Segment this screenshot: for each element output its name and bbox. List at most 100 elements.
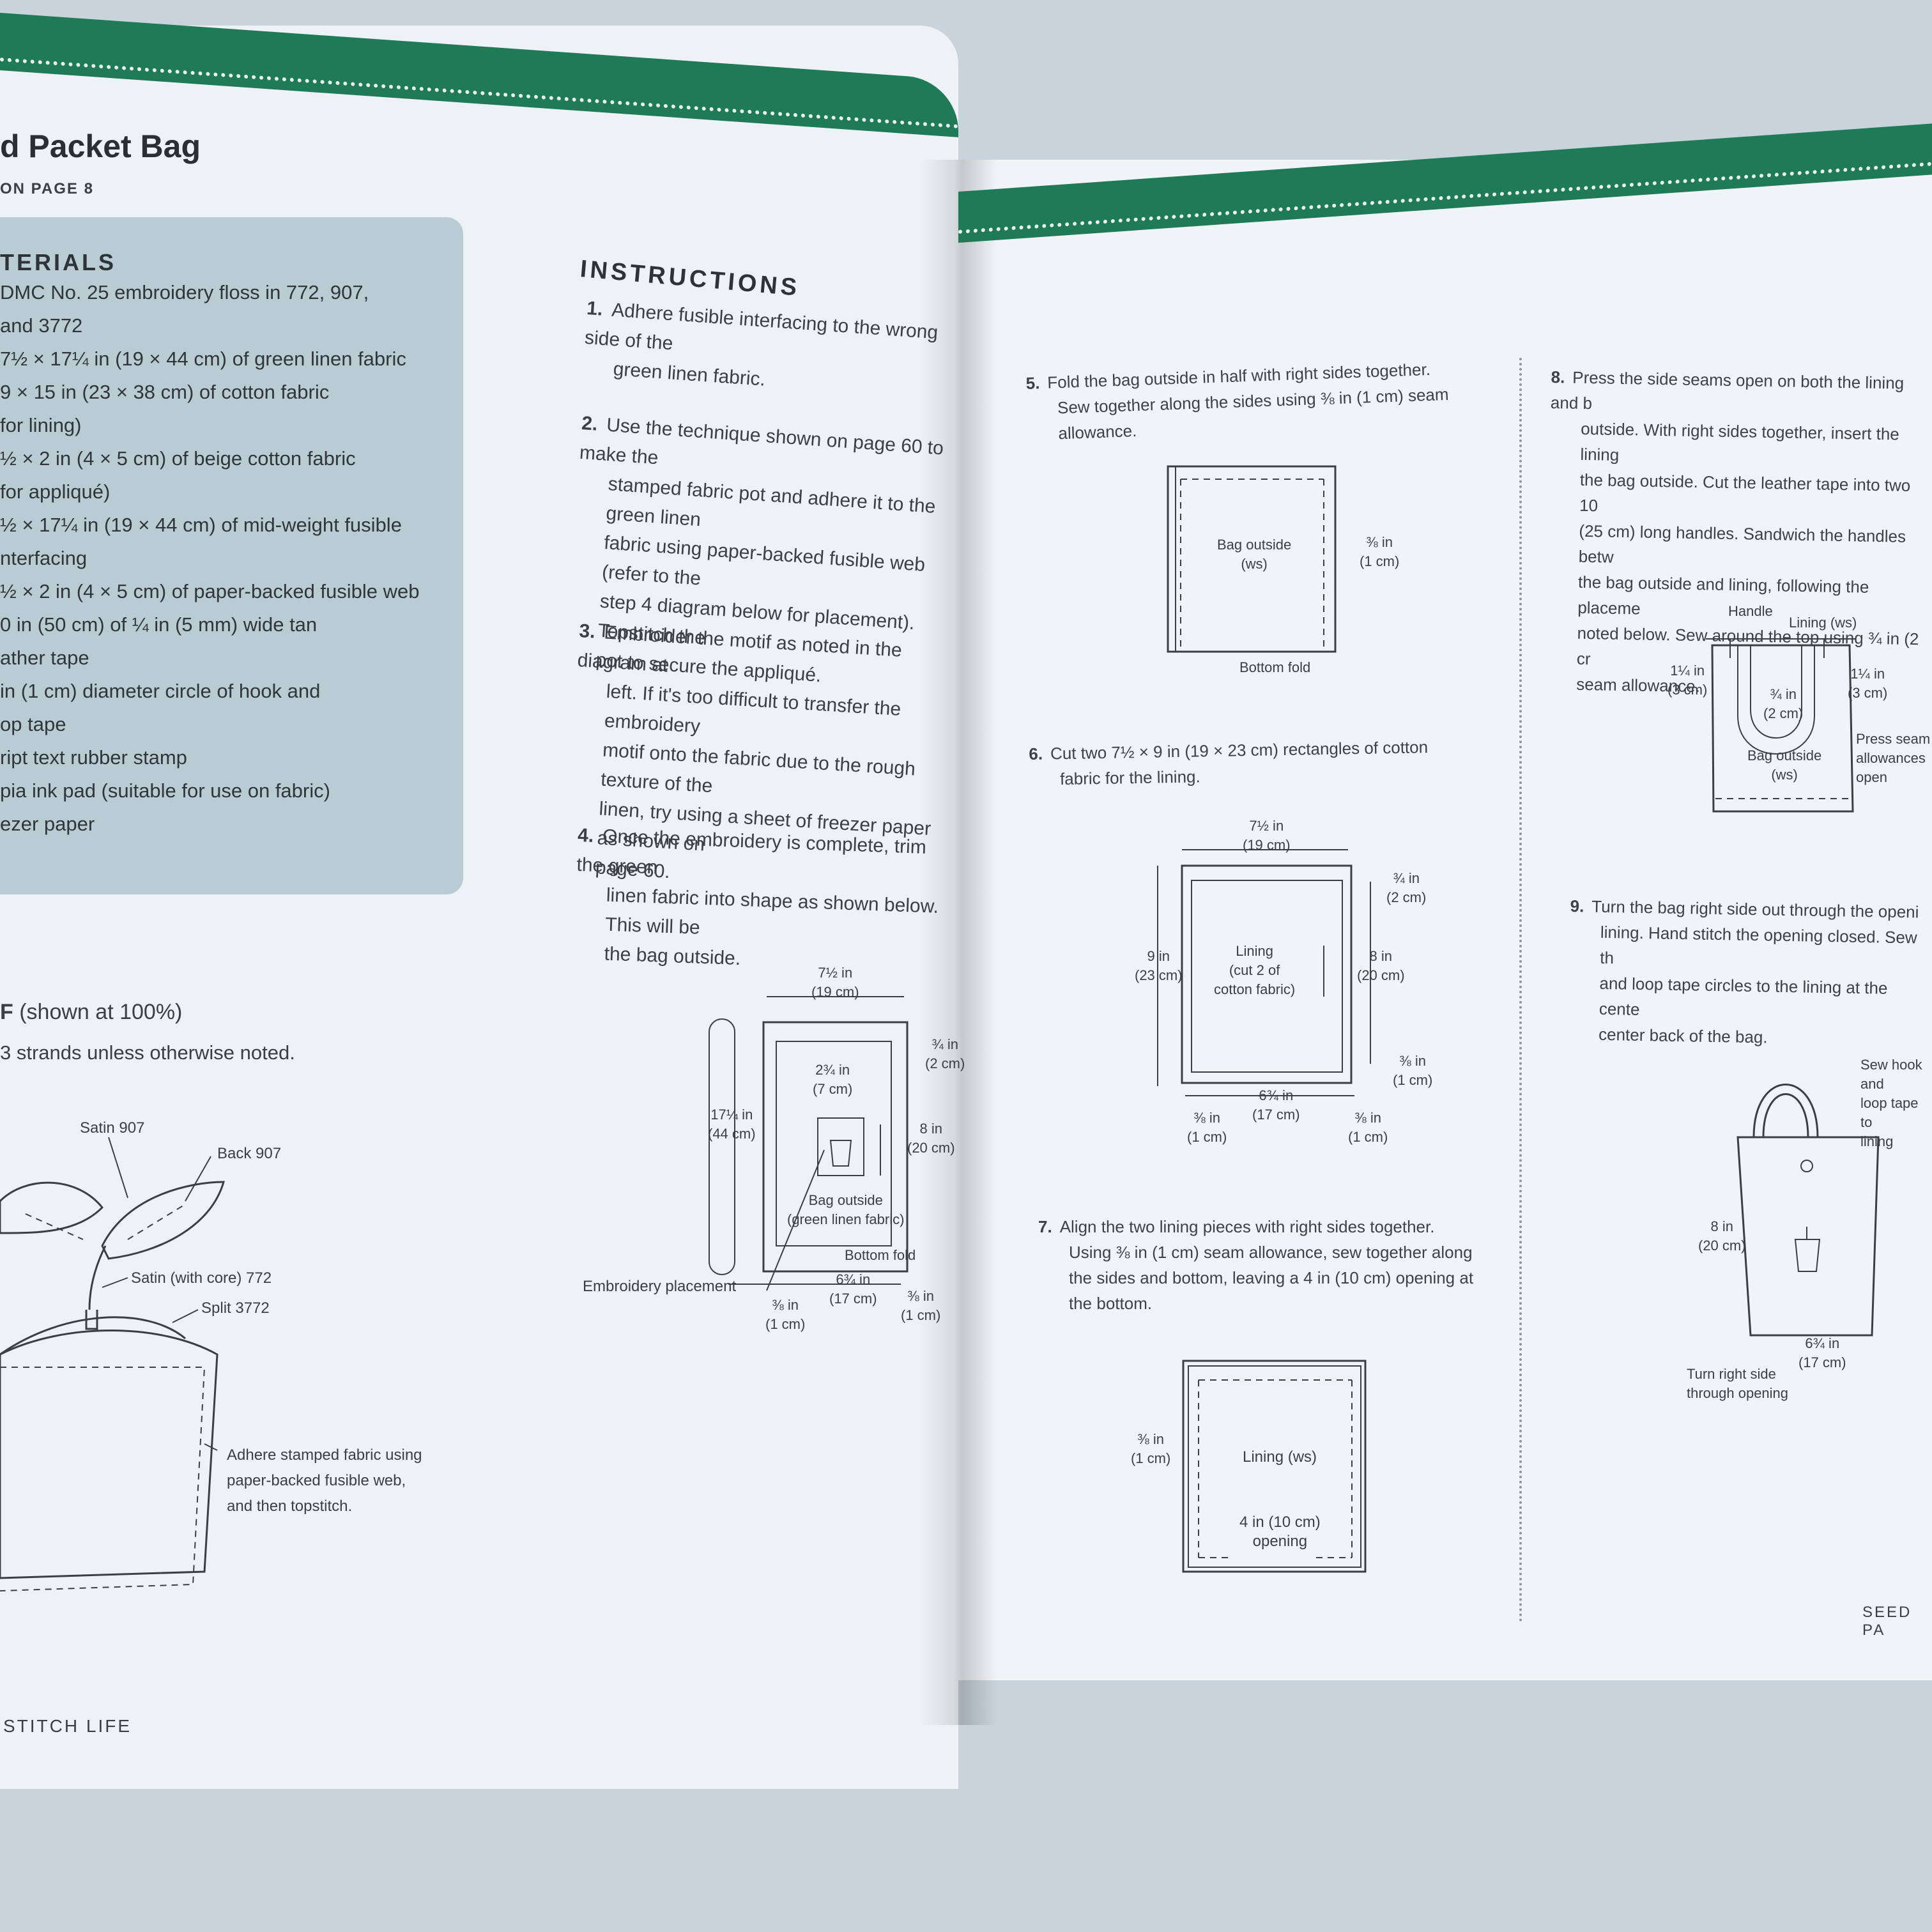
- materials-item: 0 in (50 cm) of ¼ in (5 mm) wide tan: [0, 613, 318, 636]
- d6-top: ¾ in(2 cm): [1386, 870, 1427, 905]
- label-adhere-2: paper-backed fusible web,: [227, 1472, 406, 1489]
- d8-left: 1¼ in(3 cm): [1667, 663, 1708, 698]
- step-number: 6.: [1029, 744, 1043, 763]
- materials-item: DMC No. 25 embroidery floss in 772, 907,: [0, 281, 369, 303]
- materials-item: ½ × 2 in (4 × 5 cm) of paper-backed fusi…: [0, 580, 420, 602]
- d4-bottom: 6¾ in(17 cm): [829, 1271, 877, 1307]
- d6-left: 9 in(23 cm): [1135, 948, 1183, 983]
- plant-pattern-drawing: [0, 1137, 225, 1591]
- step-line: Turn the bag right side out through the …: [1591, 896, 1919, 922]
- materials-item: in (1 cm) diameter circle of hook and: [0, 680, 321, 702]
- step-number: 9.: [1570, 896, 1584, 916]
- materials-item: ½ × 2 in (4 × 5 cm) of beige cotton fabr…: [0, 447, 356, 470]
- d7-seam: ⅜ in(1 cm): [1131, 1431, 1171, 1466]
- materials-item: for appliqué): [0, 480, 111, 503]
- step-7: 7. Align the two lining pieces with right…: [1038, 1214, 1505, 1316]
- label-split: Split 3772: [201, 1300, 270, 1317]
- step-number: 5.: [1025, 373, 1040, 393]
- d4-side: 8 in(20 cm): [907, 1121, 955, 1156]
- d5-bottom-fold: Bottom fold: [1239, 659, 1311, 675]
- label-satin-907: Satin 907: [80, 1119, 145, 1137]
- d5-bag: Bag outside(ws): [1217, 537, 1292, 572]
- pattern-letter: F: [0, 1000, 13, 1024]
- d6-right: 8 in(20 cm): [1357, 948, 1405, 983]
- materials-item: 9 × 15 in (23 × 38 cm) of cotton fabric: [0, 381, 330, 403]
- step-line: and loop tape circles to the lining at t…: [1598, 973, 1888, 1019]
- step-line: Align the two lining pieces with right s…: [1059, 1217, 1435, 1236]
- label-back-907: Back 907: [217, 1145, 282, 1162]
- d5-seam: ⅜ in(1 cm): [1360, 534, 1400, 569]
- right-footer: SEED PA: [1862, 1604, 1912, 1639]
- label-adhere-3: and then topstitch.: [227, 1498, 353, 1515]
- pattern-heading: F (shown at 100%): [0, 1000, 182, 1025]
- d4-width: 7½ in(19 cm): [811, 965, 859, 1000]
- step-number: 1.: [586, 297, 604, 320]
- d6-bottom: 6¾ in(17 cm): [1252, 1087, 1300, 1123]
- step-line: (25 cm) long handles. Sandwich the handl…: [1578, 521, 1906, 567]
- d6-seam-right: ⅜ in(1 cm): [1348, 1110, 1388, 1145]
- step-line: the bottom.: [1069, 1294, 1153, 1313]
- right-column-divider: [1519, 358, 1522, 1623]
- d4-bottom-fold: Bottom fold: [845, 1247, 916, 1263]
- d9-width: 6¾ in(17 cm): [1798, 1335, 1846, 1370]
- diagram-step-5: [1167, 465, 1337, 653]
- d6-seam-left: ⅜ in(1 cm): [1187, 1110, 1227, 1145]
- d8-center: ¾ in(2 cm): [1763, 686, 1804, 721]
- page-subtitle: ON PAGE 8: [0, 180, 94, 197]
- d4-embroidery-placement: Embroidery placement: [583, 1278, 737, 1295]
- pattern-note: (shown at 100%): [19, 1000, 183, 1024]
- step-4: 4.Once the embroidery is complete, trim …: [573, 821, 955, 981]
- d4-height: 17¼ in(44 cm): [708, 1107, 756, 1142]
- book-gutter: [920, 160, 997, 1725]
- materials-item: ezer paper: [0, 813, 95, 835]
- step-number: 4.: [577, 824, 594, 847]
- diagram-step-9: [1736, 1084, 1880, 1337]
- d8-bag: Bag outside(ws): [1747, 747, 1822, 783]
- step-line: Using ⅜ in (1 cm) seam allowance, sew to…: [1069, 1243, 1473, 1262]
- label-satin-core: Satin (with core) 772: [131, 1269, 272, 1287]
- d4-top: ¾ in(2 cm): [925, 1036, 965, 1071]
- d9-height: 8 in(20 cm): [1698, 1218, 1746, 1254]
- step-9: 9. Turn the bag right side out through th…: [1568, 893, 1928, 1053]
- materials-item: pia ink pad (suitable for use on fabric): [0, 779, 330, 802]
- materials-item: ather tape: [0, 647, 89, 669]
- materials-item: nterfacing: [0, 547, 88, 569]
- step-number: 2.: [581, 412, 599, 435]
- d7-lining: Lining (ws): [1243, 1448, 1317, 1466]
- diagram-step-6: [1157, 849, 1371, 1096]
- materials-item: for lining): [0, 414, 82, 436]
- d8-lining: Lining (ws): [1789, 615, 1857, 631]
- step-number: 8.: [1551, 367, 1565, 387]
- diagram-step-7: [1182, 1360, 1367, 1573]
- step-line: the bag outside. Cut the leather tape in…: [1579, 470, 1911, 516]
- d6-width: 7½ in(19 cm): [1243, 818, 1291, 853]
- step-line: Press the side seams open on both the li…: [1550, 367, 1905, 413]
- diagram-step-8: [1706, 638, 1856, 813]
- step-line: Once the embroidery is complete, trim th…: [576, 825, 927, 878]
- materials-list: DMC No. 25 embroidery floss in 772, 907,…: [0, 276, 420, 841]
- materials-heading: TERIALS: [0, 249, 117, 275]
- materials-item: ½ × 17¼ in (19 × 44 cm) of mid-weight fu…: [0, 514, 402, 536]
- label-adhere-1: Adhere stamped fabric using: [227, 1446, 422, 1464]
- page-title: d Packet Bag: [0, 128, 201, 164]
- step-line: lining. Hand stitch the opening closed. …: [1599, 922, 1917, 968]
- d6-bottom-seam: ⅜ in(1 cm): [1393, 1053, 1433, 1088]
- materials-item: and 3772: [0, 314, 83, 337]
- diagram-step-4: [709, 996, 908, 1291]
- d8-handle: Handle: [1728, 603, 1773, 619]
- step-line: Cut two 7½ × 9 in (19 × 23 cm) rectangle…: [1050, 737, 1429, 763]
- step-5: 5.Fold the bag outside in half with righ…: [1025, 355, 1475, 447]
- materials-item: ript text rubber stamp: [0, 746, 187, 769]
- d4-seam-right: ⅜ in(1 cm): [901, 1288, 941, 1323]
- step-number: 3.: [578, 620, 596, 643]
- d4-bag: Bag outside(green linen fabric): [787, 1192, 905, 1227]
- step-6: 6. Cut two 7½ × 9 in (19 × 23 cm) rectang…: [1029, 733, 1476, 792]
- d8-right: 1¼ in(3 cm): [1848, 666, 1888, 701]
- step-number: 7.: [1038, 1217, 1052, 1236]
- d7-opening: 4 in (10 cm)opening: [1239, 1514, 1321, 1550]
- d4-inner: 2¾ in(7 cm): [813, 1062, 853, 1097]
